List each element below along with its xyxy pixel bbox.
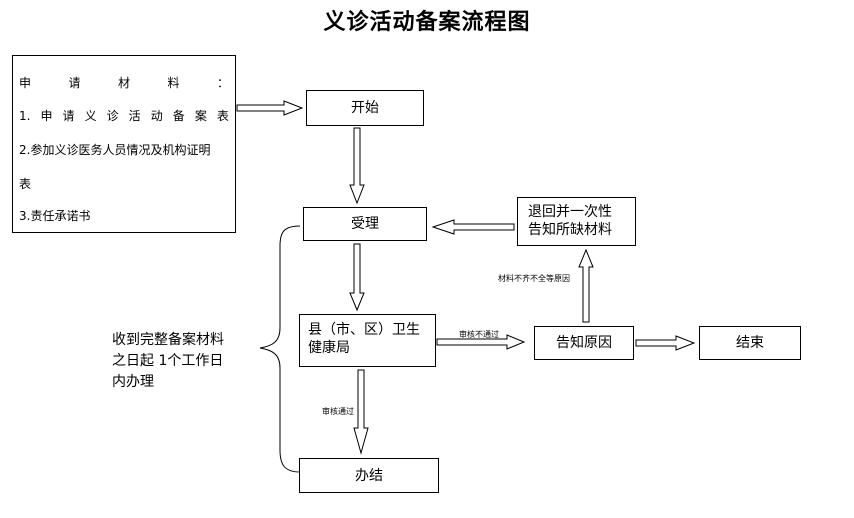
arrow-bureau-to-inform [436,334,526,350]
materials-box: 申 请 材 料 ： 1. 申 请 义 诊 活 动 备 案 表 2.参加义诊医务人… [12,55,236,233]
arrow-start-to-accept [349,127,365,205]
node-start: 开始 [306,90,424,126]
materials-item-3: 3.责任承诺书 [19,209,91,223]
processing-time-brace [259,225,301,473]
node-health-bureau: 县（市、区）卫生 健康局 [299,314,436,367]
note-line-3: 内办理 [112,374,154,390]
node-return-line-2: 告知所缺材料 [528,222,612,238]
edge-label-review-fail: 审核不通过 [459,330,499,339]
arrow-materials-to-start [236,100,304,116]
materials-item-1: 1. 申 请 义 诊 活 动 备 案 表 [19,109,229,123]
arrow-inform-to-return [578,248,594,323]
materials-item-2-cont: 表 [19,177,32,191]
node-return-notify: 退回并一次性 告知所缺材料 [517,197,636,246]
arrow-accept-to-bureau [349,243,365,312]
note-line-1: 收到完整备案材料 [112,332,224,348]
node-end: 结束 [699,326,801,360]
node-done: 办结 [299,458,439,493]
node-bureau-line-1: 县（市、区）卫生 [308,322,420,338]
materials-item-2: 2.参加义诊医务人员情况及机构证明 [19,143,211,157]
arrow-bureau-to-done [353,369,369,455]
note-line-2: 之日起 1个工作日 [112,353,224,369]
diagram-title: 义诊活动备案流程图 [323,9,531,35]
node-accept: 受理 [303,207,427,241]
node-return-line-1: 退回并一次性 [528,204,612,220]
arrow-return-to-accept [431,219,515,235]
edge-label-incomplete: 材料不齐不全等原因 [498,274,570,283]
node-inform-reason: 告知原因 [534,326,634,360]
arrow-inform-to-end [635,335,696,351]
processing-time-note: 收到完整备案材料 之日起 1个工作日 内办理 [112,330,232,393]
materials-header: 申 请 材 料 ： [19,76,229,90]
node-bureau-line-2: 健康局 [308,340,350,356]
edge-label-review-pass: 审核通过 [322,407,354,416]
